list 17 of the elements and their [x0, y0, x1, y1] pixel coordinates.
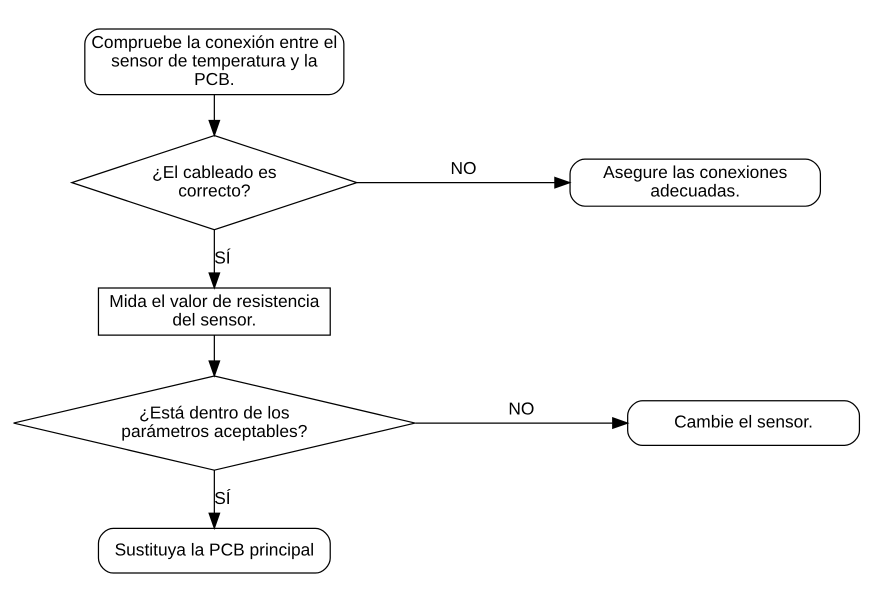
- arrow: [357, 176, 572, 188]
- arrow: [208, 229, 220, 290]
- node-diamond: ¿El cableado es correcto?: [70, 134, 359, 230]
- arrow: [208, 334, 220, 378]
- node-box: Compruebe la conexión entre el sensor de temperatura y la PCB.: [84, 28, 344, 95]
- node-box: Mida el valor de resistencia del sensor.: [98, 286, 331, 336]
- node-box: Asegure las conexiones adecuadas.: [569, 158, 822, 206]
- edge-label: NO: [450, 158, 476, 178]
- node-box: Cambie el sensor.: [627, 400, 860, 446]
- edge-label: SÍ: [214, 487, 231, 508]
- arrow: [208, 470, 220, 530]
- node-box: Sustituya la PCB principal: [98, 527, 331, 574]
- arrow: [208, 94, 220, 137]
- node-diamond: ¿Está dentro de los parámetros aceptables?: [12, 374, 416, 470]
- edge-label: SÍ: [214, 246, 231, 267]
- arrow: [415, 416, 630, 429]
- edge-label: NO: [508, 398, 534, 418]
